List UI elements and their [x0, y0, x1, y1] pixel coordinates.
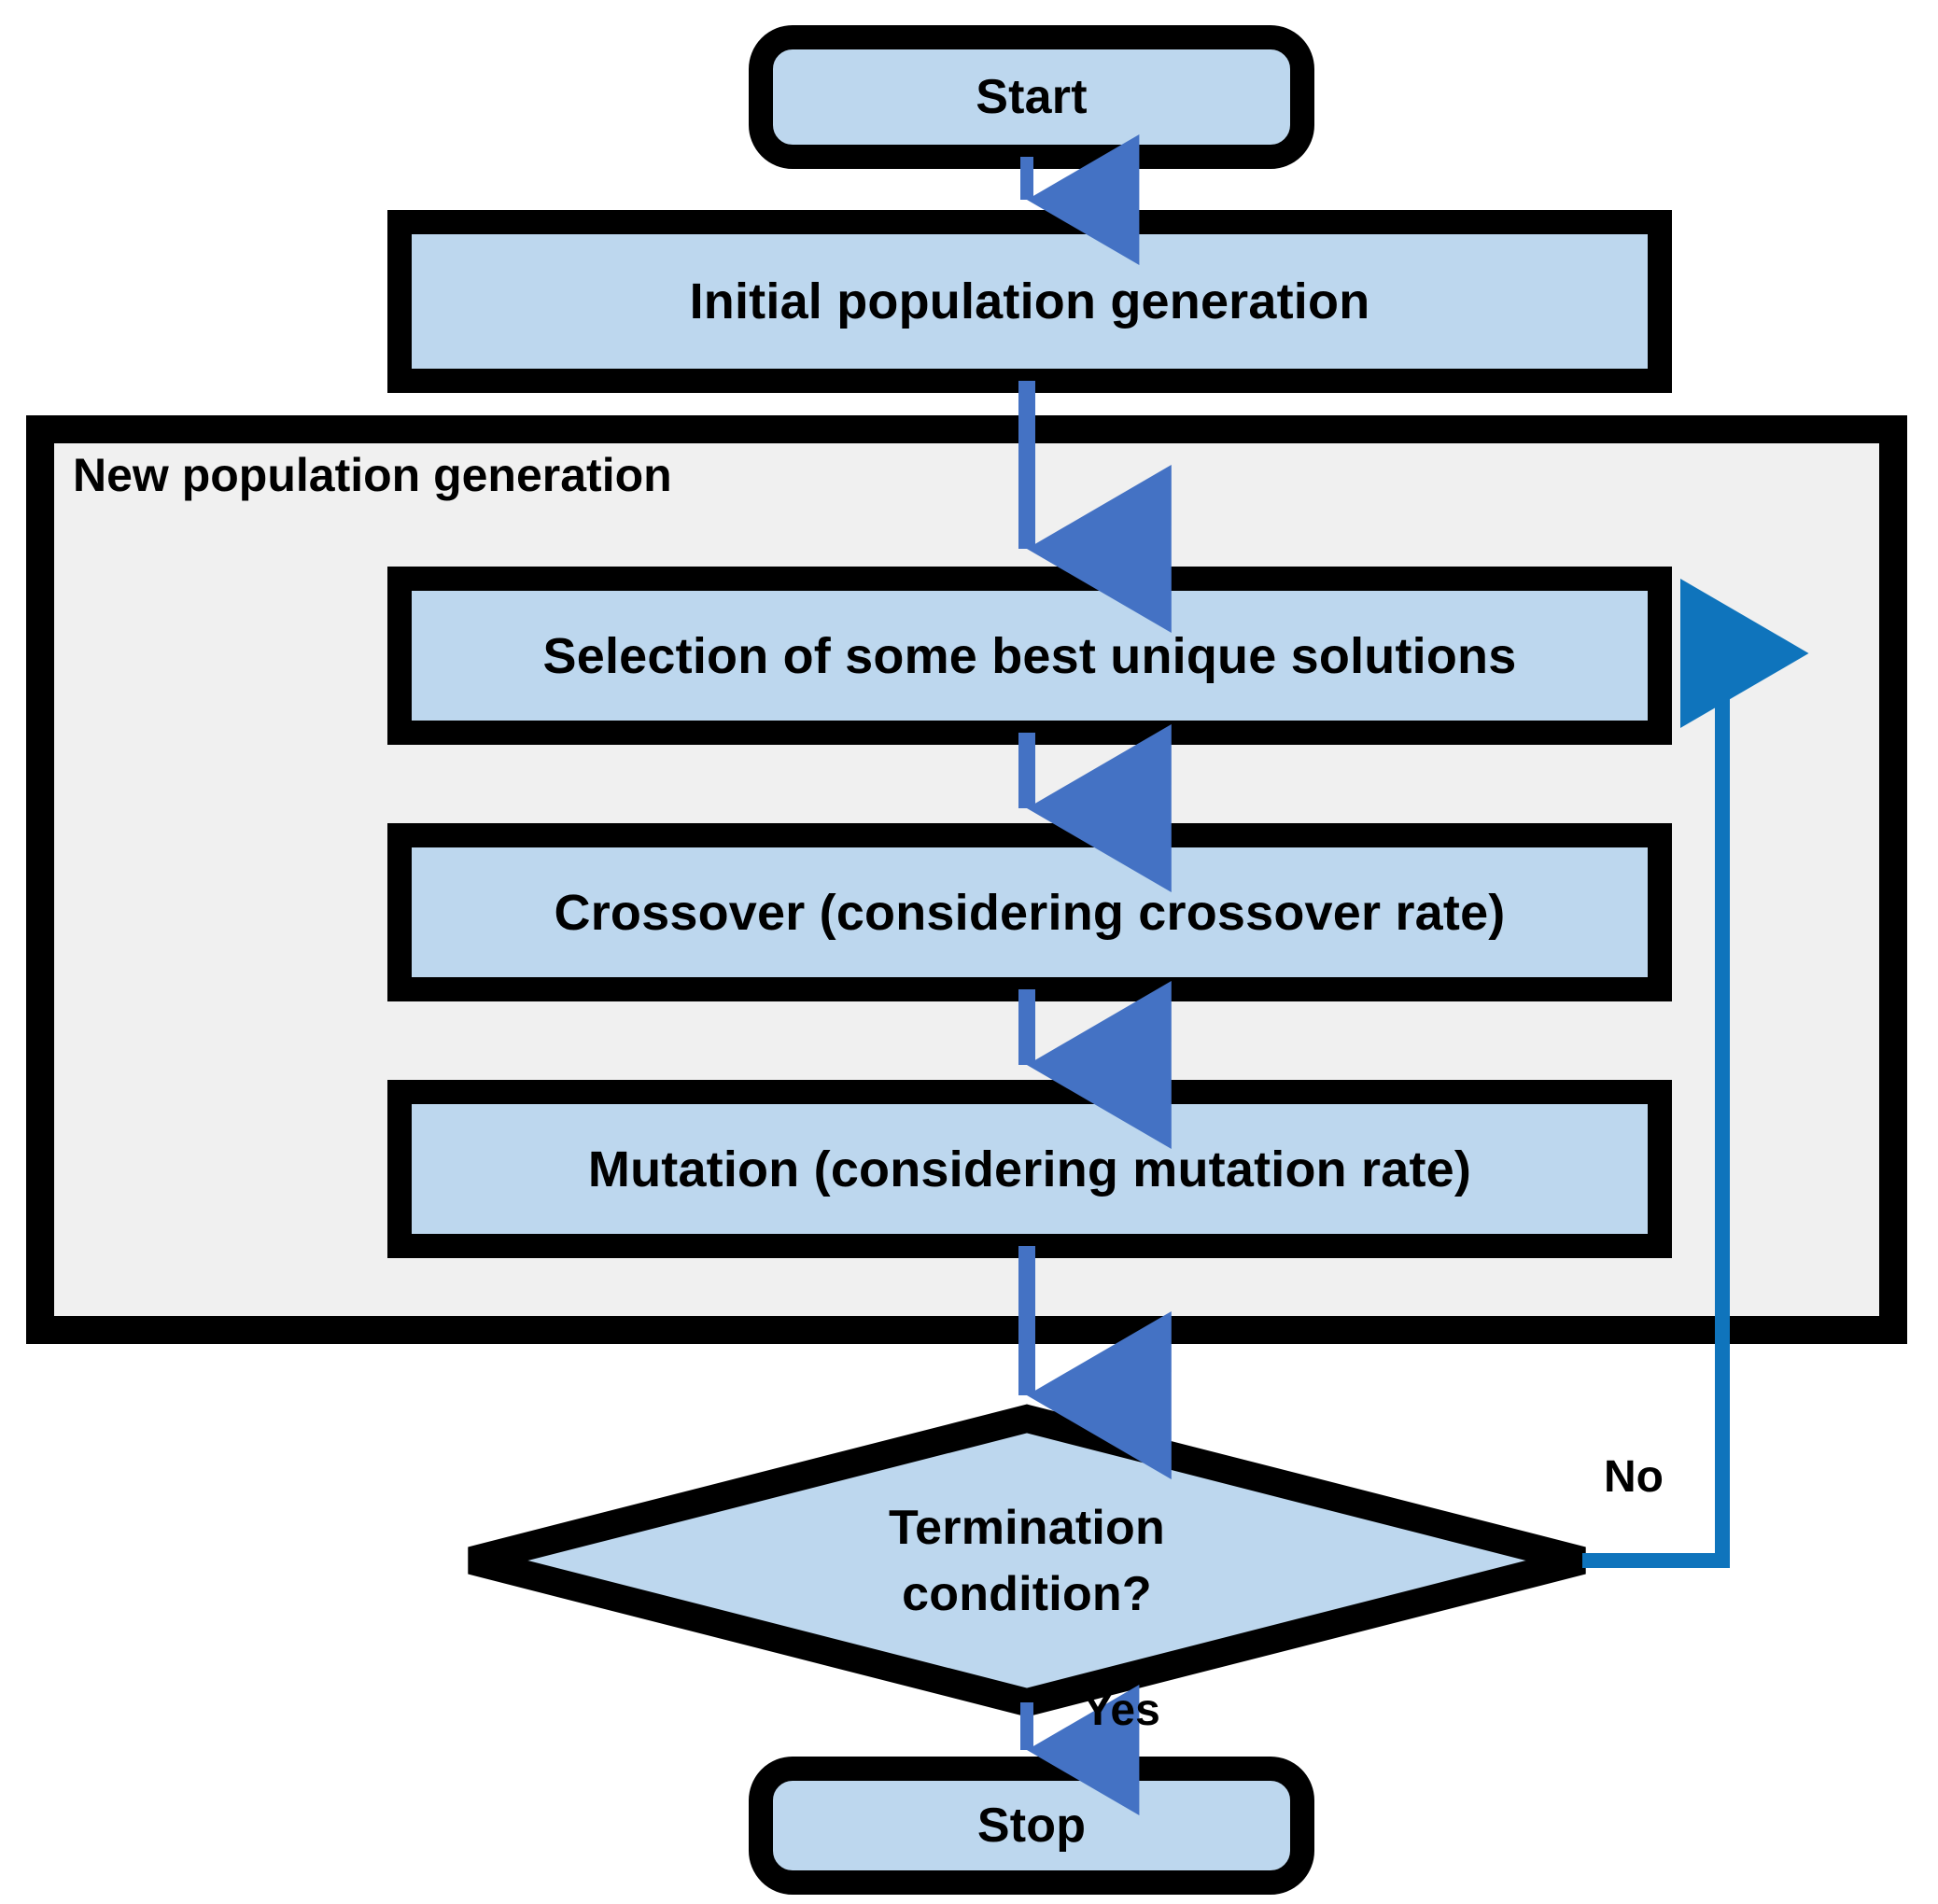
edge-termination-no-feedback [1582, 579, 1809, 1568]
group-title-new-population-generation: New population generation [73, 449, 672, 501]
node-crossover-shape[interactable] [387, 823, 1672, 1001]
edge-label-no: No [1604, 1452, 1664, 1502]
node-start-shape[interactable] [749, 25, 1314, 169]
node-initial-population-shape[interactable] [387, 210, 1672, 393]
edge-label-yes: Yes [1083, 1686, 1160, 1735]
node-stop-shape[interactable] [749, 1757, 1314, 1895]
node-selection-shape[interactable] [387, 567, 1672, 745]
node-termination-shape[interactable] [468, 1404, 1586, 1717]
node-mutation-shape[interactable] [387, 1080, 1672, 1258]
